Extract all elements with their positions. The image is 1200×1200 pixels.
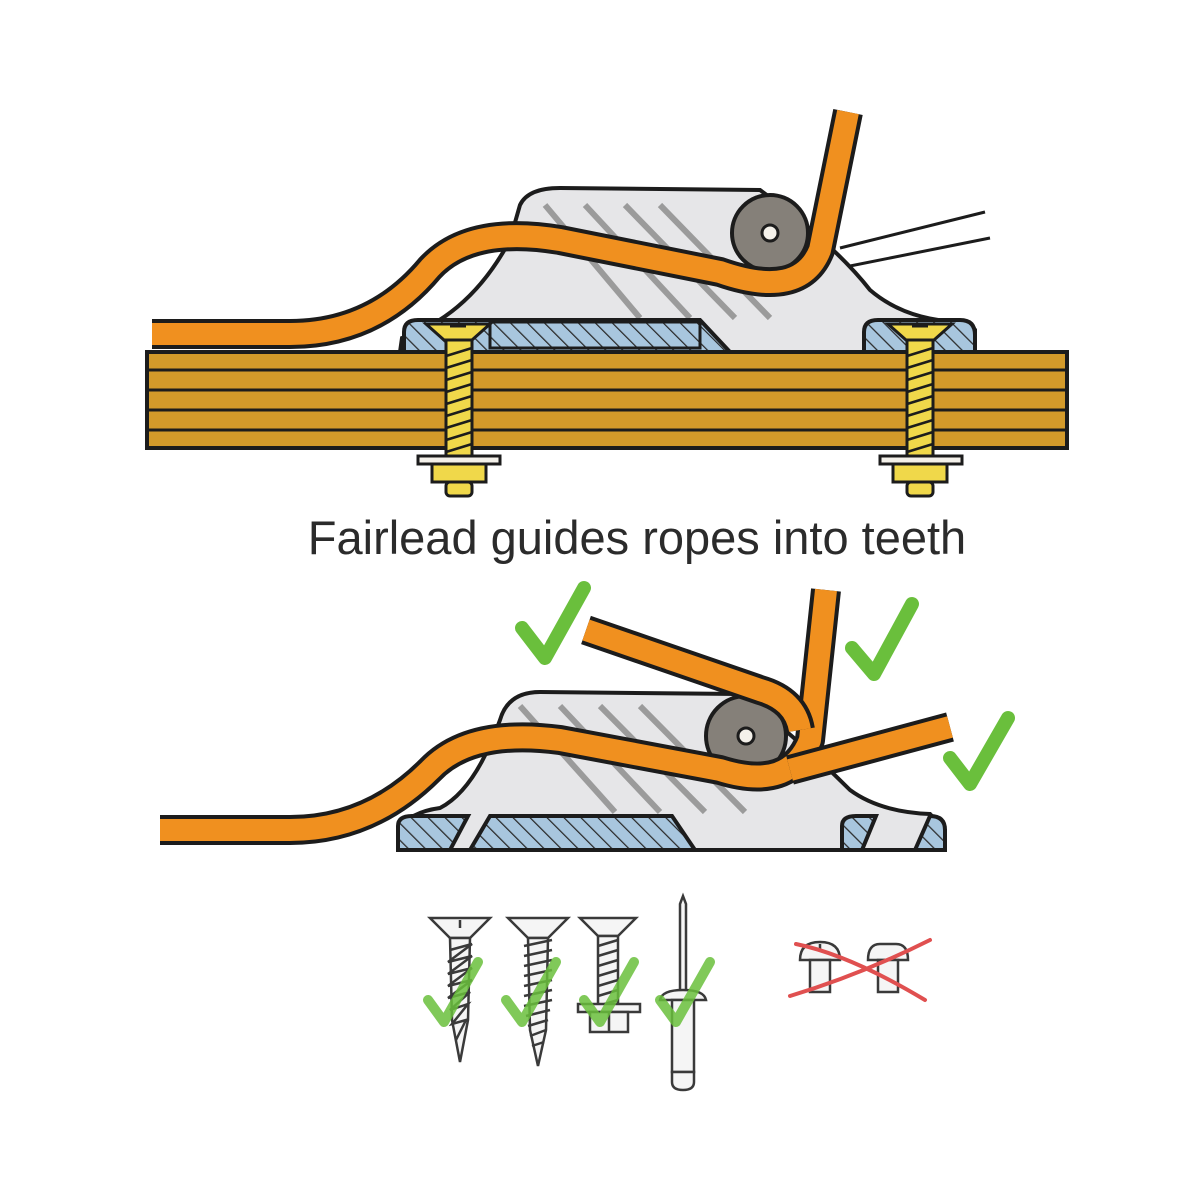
check-icon — [579, 957, 639, 1027]
fastener-options — [423, 892, 932, 1092]
check-icon — [655, 957, 715, 1027]
check-icon — [943, 711, 1015, 791]
check-icon — [501, 957, 561, 1027]
rope-lower-angled — [581, 615, 815, 734]
check-icon — [515, 581, 591, 665]
mounting-bolt-left — [416, 322, 502, 498]
check-icon — [845, 597, 919, 681]
check-icon — [423, 957, 483, 1027]
rivet-icon — [658, 892, 708, 1092]
cleat-rope-angles — [160, 581, 1015, 852]
caption-text: Fairlead guides ropes into teeth — [308, 511, 966, 564]
rope-lower-main — [160, 588, 841, 845]
rope-top — [152, 109, 863, 349]
top-mounted-cleat — [145, 109, 1069, 498]
cross-icon — [788, 938, 932, 1002]
rope-lower-right — [786, 712, 954, 785]
cleat-base-lower — [396, 813, 947, 852]
jaw-lines — [839, 210, 991, 270]
mounting-bolt-right — [878, 322, 964, 498]
